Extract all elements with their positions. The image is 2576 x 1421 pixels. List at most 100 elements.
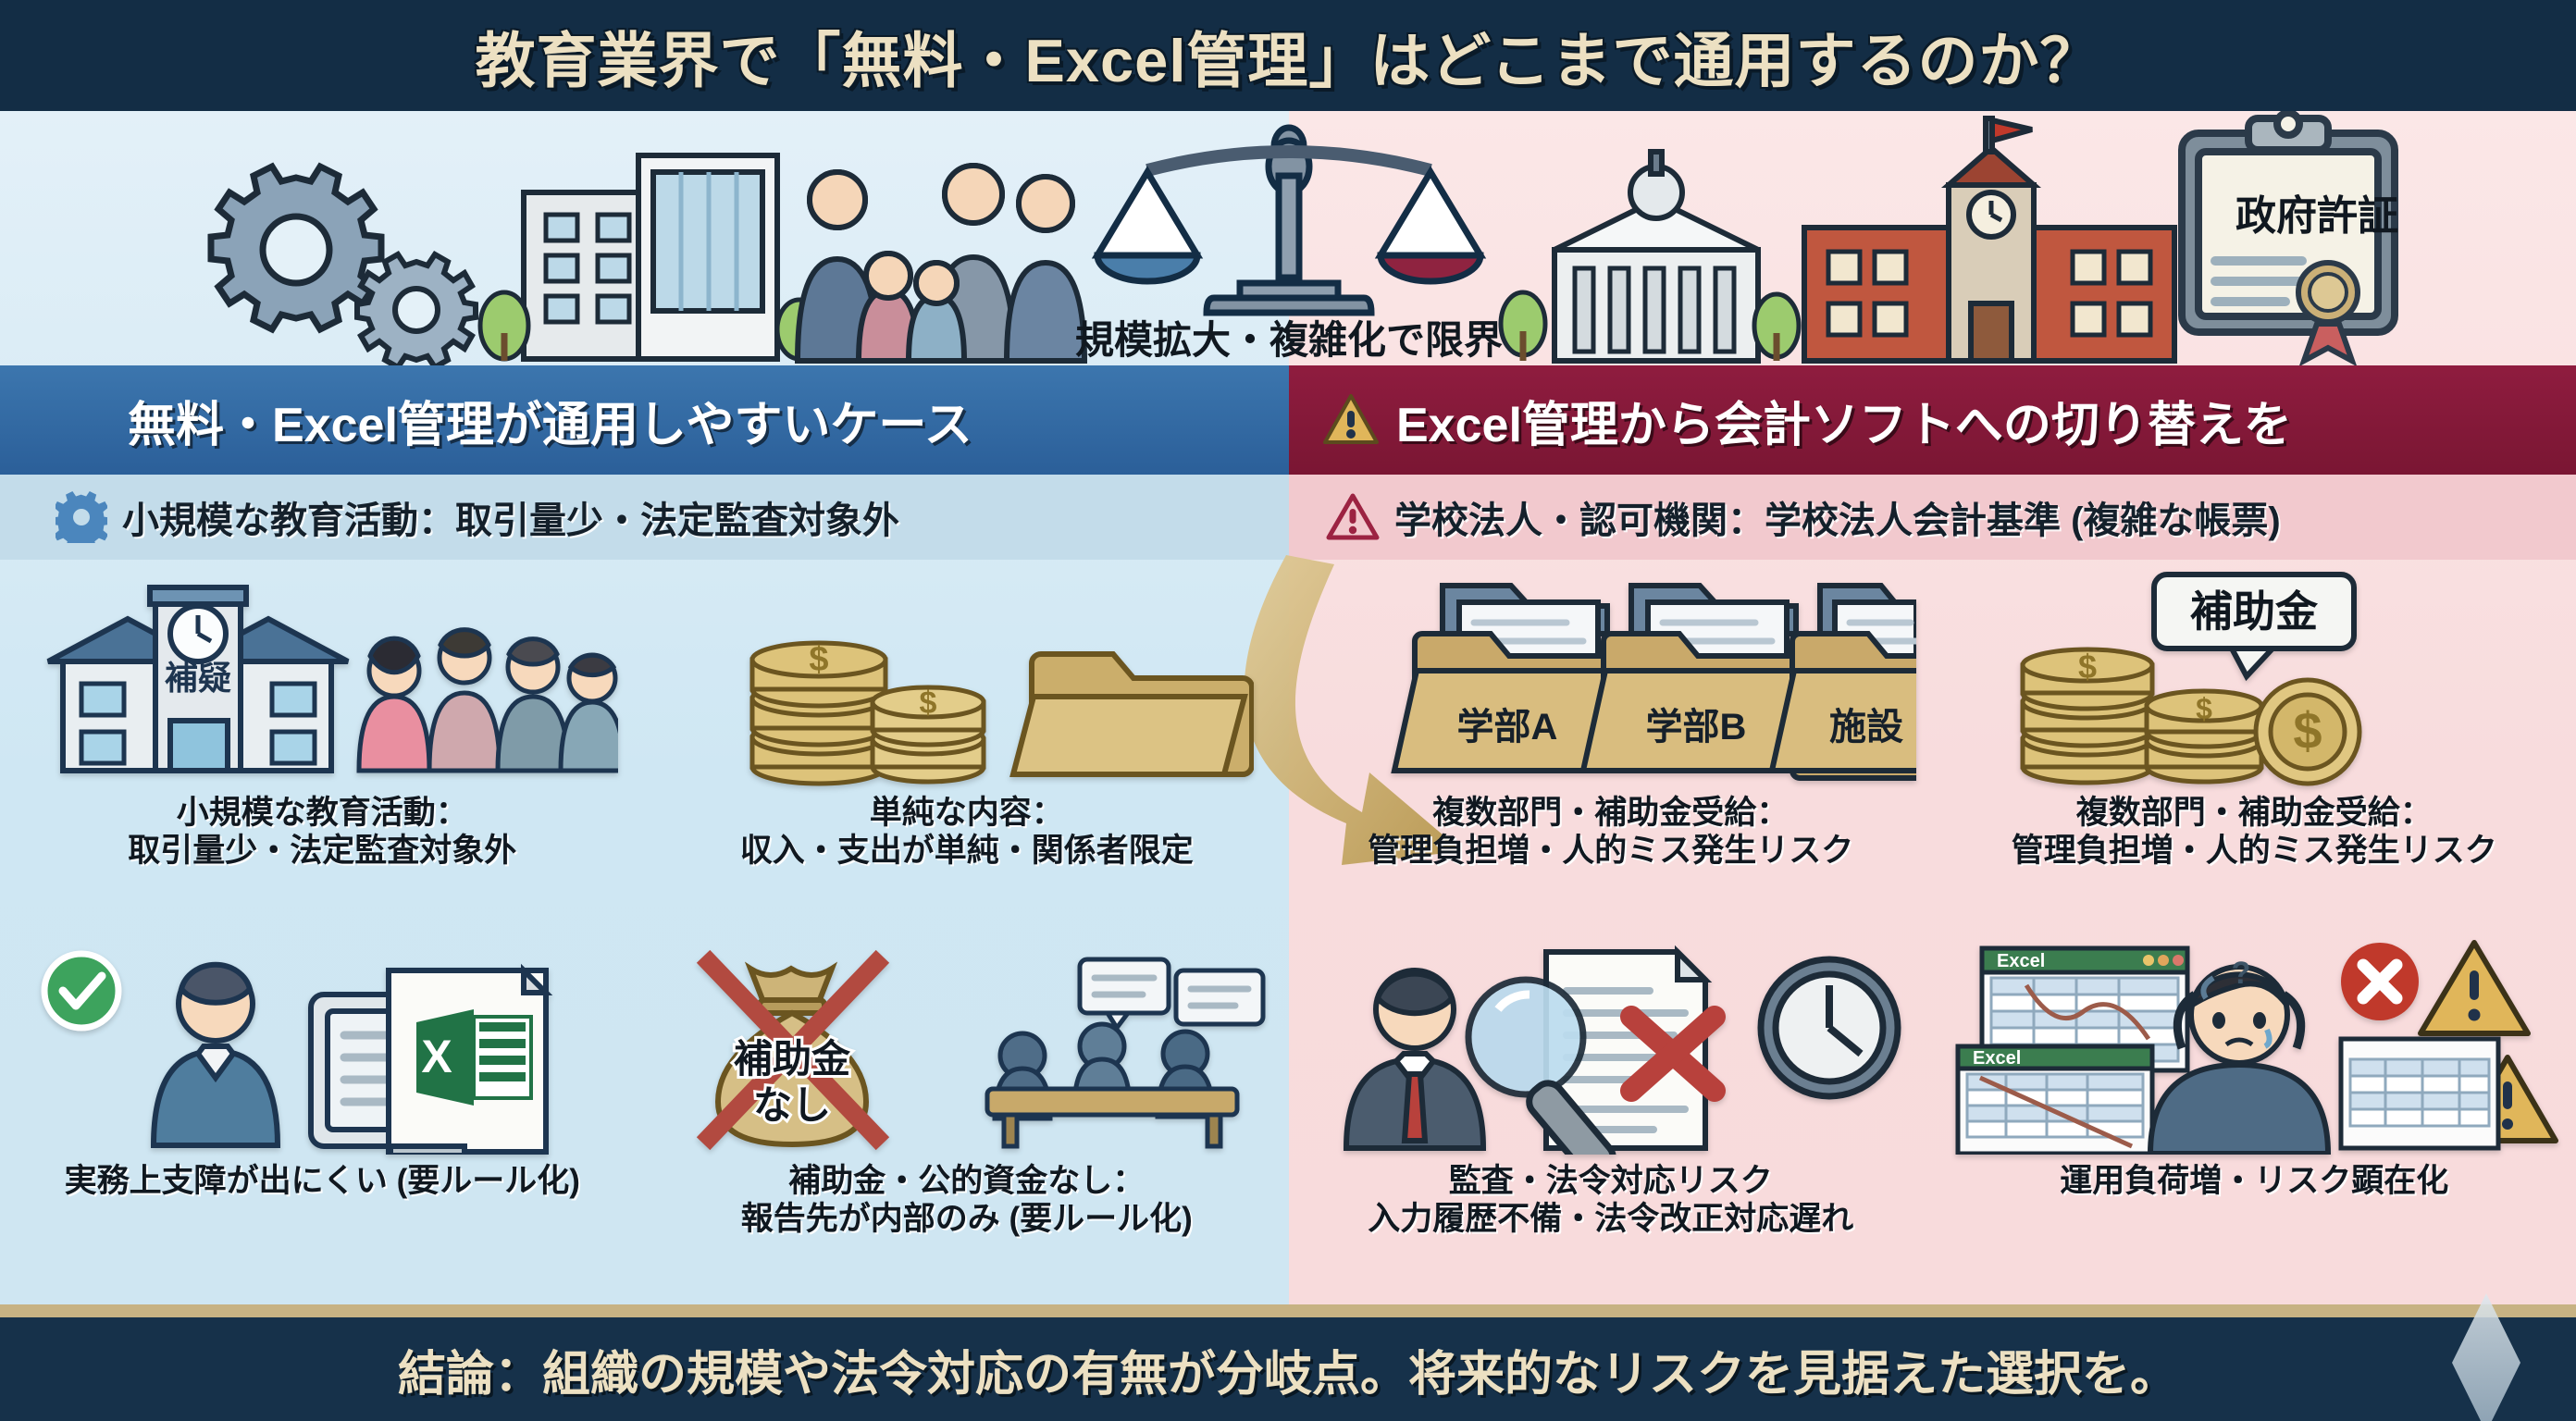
right-card-2-caption: 監査・法令対応リスク 入力履歴不備・法令改正対応遅れ <box>1358 1162 1863 1239</box>
question-mark-icon: ? <box>2232 956 2251 991</box>
excel-window-2-icon <box>1955 1044 2155 1155</box>
svg-text:$: $ <box>919 686 936 721</box>
left-card-1: $ $ 単純な内容： 収入・支出が単純・関係者限定 <box>645 569 1290 937</box>
office-worker-icon <box>151 961 281 1148</box>
left-card-2-art: X <box>0 937 645 1155</box>
right-card-0-caption: 複数部門・補助金受給： 管理負担増・人的ミス発生リスク <box>1358 794 1863 871</box>
right-card-0-art: 学部A 学部B 施設 <box>1289 569 1933 786</box>
warning-triangle-1-icon <box>2418 939 2532 1036</box>
folder-1-icon <box>1579 583 1833 773</box>
right-card-1: $ $ $ 補助金 複数部門・補助金受給： 管理負担増・人的ミス発生リスク <box>1933 569 2576 937</box>
left-card-2: X 実務上支障が出にくい (要ルール化) <box>0 937 645 1305</box>
folder-0-icon <box>1391 583 1644 773</box>
left-card-0-line2: 取引量少・法定監査対象外 <box>128 833 517 870</box>
right-card-3-caption: 運用負荷増・リスク顕在化 <box>2050 1162 2458 1200</box>
people-group-icon <box>356 627 619 773</box>
footer-conclusion: 結論：組織の規模や法令対応の有無が分岐点。将来的なリスクを見据えた選択を。 <box>397 1347 2178 1402</box>
left-card-2-caption: 実務上支障が出にくい (要ルール化) <box>56 1162 589 1200</box>
balance-scale-icon <box>1091 124 1487 316</box>
warning-outline-icon <box>1326 493 1380 540</box>
right-subheader: 学校法人・認可機関：学校法人会計基準 (複雑な帳票) <box>1289 475 2576 560</box>
folder-0-label: 学部A <box>1456 707 1557 748</box>
left-card-1-line1: 単純な内容： <box>869 795 1064 831</box>
auditor-icon <box>1343 967 1486 1151</box>
left-card-1-caption: 単純な内容： 収入・支出が単純・関係者限定 <box>731 794 1203 871</box>
school-building-icon <box>1802 116 2177 364</box>
check-icon <box>41 950 122 1031</box>
red-x-icon <box>1619 1005 1726 1102</box>
family-group-icon <box>794 163 1088 364</box>
footer-bar: 結論：組織の規模や法令対応の有無が分岐点。将来的なリスクを見据えた選択を。 <box>0 1293 2576 1421</box>
svg-text:$: $ <box>2078 648 2097 686</box>
left-subheader: 小規模な教育活動：取引量少・法定監査対象外 <box>0 475 1289 560</box>
document-icon <box>1542 945 1712 1151</box>
right-card-grid: 学部A 学部B 施設 複数部門・補助金受給： 管理負担増・人的ミス発生リスク <box>1289 569 2576 1304</box>
left-card-grid: 補疑 小規模な教育活動： 取引量少・法定監査対象外 <box>0 569 1289 1304</box>
moneybag-label-1: 補助金 <box>734 1037 851 1081</box>
right-subheader-label: 学校法人・認可機関：学校法人会計基準 (複雑な帳票) <box>1394 500 2281 541</box>
right-card-2-line1: 監査・法令対応リスク <box>1448 1162 1773 1199</box>
folder-icon <box>1009 651 1254 777</box>
coin-stacks-subsidy-icon <box>2020 647 2362 786</box>
left-card-3: 補助金 なし <box>645 937 1290 1305</box>
left-card-1-art: $ $ <box>645 569 1290 786</box>
left-card-3-caption: 補助金・公的資金なし： 報告先が内部のみ (要ルール化) <box>732 1162 1202 1239</box>
right-card-1-art: $ $ $ 補助金 <box>1933 569 2576 786</box>
page-title-bar: 教育業界で「無料・Excel管理」はどこまで通用するのか？ <box>0 0 2576 111</box>
right-banner-label: Excel管理から会計ソフトへの切り替えを <box>1396 398 2292 452</box>
right-banner: Excel管理から会計ソフトへの切り替えを <box>1289 365 2576 475</box>
stressed-person-icon <box>2148 963 2332 1155</box>
money-bag-no-subsidy-icon <box>696 949 889 1150</box>
left-card-2-line2: 実務上支障が出にくい (要ルール化) <box>64 1162 580 1199</box>
right-card-1-caption: 複数部門・補助金受給： 管理負担増・人的ミス発生リスク <box>2002 794 2507 871</box>
svg-text:$: $ <box>2196 692 2212 725</box>
left-card-0: 補疑 小規模な教育活動： 取引量少・法定監査対象外 <box>0 569 645 937</box>
left-card-1-line2: 収入・支出が単純・関係者限定 <box>739 833 1194 870</box>
left-card-0-line1: 小規模な教育活動： <box>176 795 468 831</box>
excel-window-3-icon <box>2338 1036 2501 1150</box>
transition-arrow-icon <box>1244 555 1462 865</box>
excel-window-1-label: Excel <box>1997 951 2045 971</box>
school-building-small-icon <box>46 585 350 773</box>
subsidy-bubble-label: 補助金 <box>2190 587 2319 636</box>
svg-text:$: $ <box>809 640 828 679</box>
gear-small-icon <box>354 251 478 365</box>
subsidy-bubble-icon <box>2151 572 2358 682</box>
right-card-1-line1: 複数部門・補助金受給： <box>2075 795 2433 831</box>
gears-icon <box>207 162 385 334</box>
coin-stack-icon: $ $ <box>749 640 986 786</box>
folder-2-label: 施設 <box>1829 707 1903 748</box>
tree-icon-3 <box>1498 290 1548 361</box>
red-circle-x-icon <box>2341 942 2420 1020</box>
left-card-3-line2: 報告先が内部のみ (要ルール化) <box>740 1200 1193 1237</box>
right-card-2: 監査・法令対応リスク 入力履歴不備・法令改正対応遅れ <box>1289 937 1933 1305</box>
moneybag-label-2: なし <box>753 1083 831 1127</box>
left-banner: 無料・Excel管理が通用しやすいケース <box>0 365 1289 475</box>
monitor-excel-icon: X <box>308 963 553 1155</box>
certificate-label: 政府許証 <box>2235 193 2398 239</box>
internal-meeting-icon <box>985 957 1266 1148</box>
folder-2-icon <box>1768 583 1916 781</box>
government-certificate-icon <box>2178 111 2398 365</box>
left-card-3-line1: 補助金・公的資金なし： <box>788 1162 1146 1199</box>
right-card-3-art: Excel Excel <box>1933 937 2576 1155</box>
clock-icon <box>1757 956 1901 1099</box>
gear-icon <box>56 491 107 543</box>
left-subheader-label: 小規模な教育活動：取引量少・法定監査対象外 <box>122 500 899 541</box>
tree-icon-4 <box>1752 291 1802 361</box>
magnifier-icon <box>1465 976 1616 1155</box>
left-banner-label: 無料・Excel管理が通用しやすいケース <box>128 398 972 452</box>
right-card-3: Excel Excel <box>1933 937 2576 1305</box>
svg-text:X: X <box>422 1031 452 1082</box>
right-card-0-line1: 複数部門・補助金受給： <box>1432 795 1790 831</box>
warning-triangle-icon <box>1323 394 1379 444</box>
footer-diamond-ornament <box>2452 1293 2520 1421</box>
right-card-0: 学部A 学部B 施設 複数部門・補助金受給： 管理負担増・人的ミス発生リスク <box>1289 569 1933 937</box>
right-card-2-art <box>1289 937 1933 1155</box>
right-card-0-line2: 管理負担増・人的ミス発生リスク <box>1368 833 1854 870</box>
tree-icon <box>477 290 531 362</box>
right-card-1-line2: 管理負担増・人的ミス発生リスク <box>2011 833 2497 870</box>
right-card-3-line2: 運用負荷増・リスク顕在化 <box>2060 1162 2449 1199</box>
office-building-icon <box>521 153 780 362</box>
